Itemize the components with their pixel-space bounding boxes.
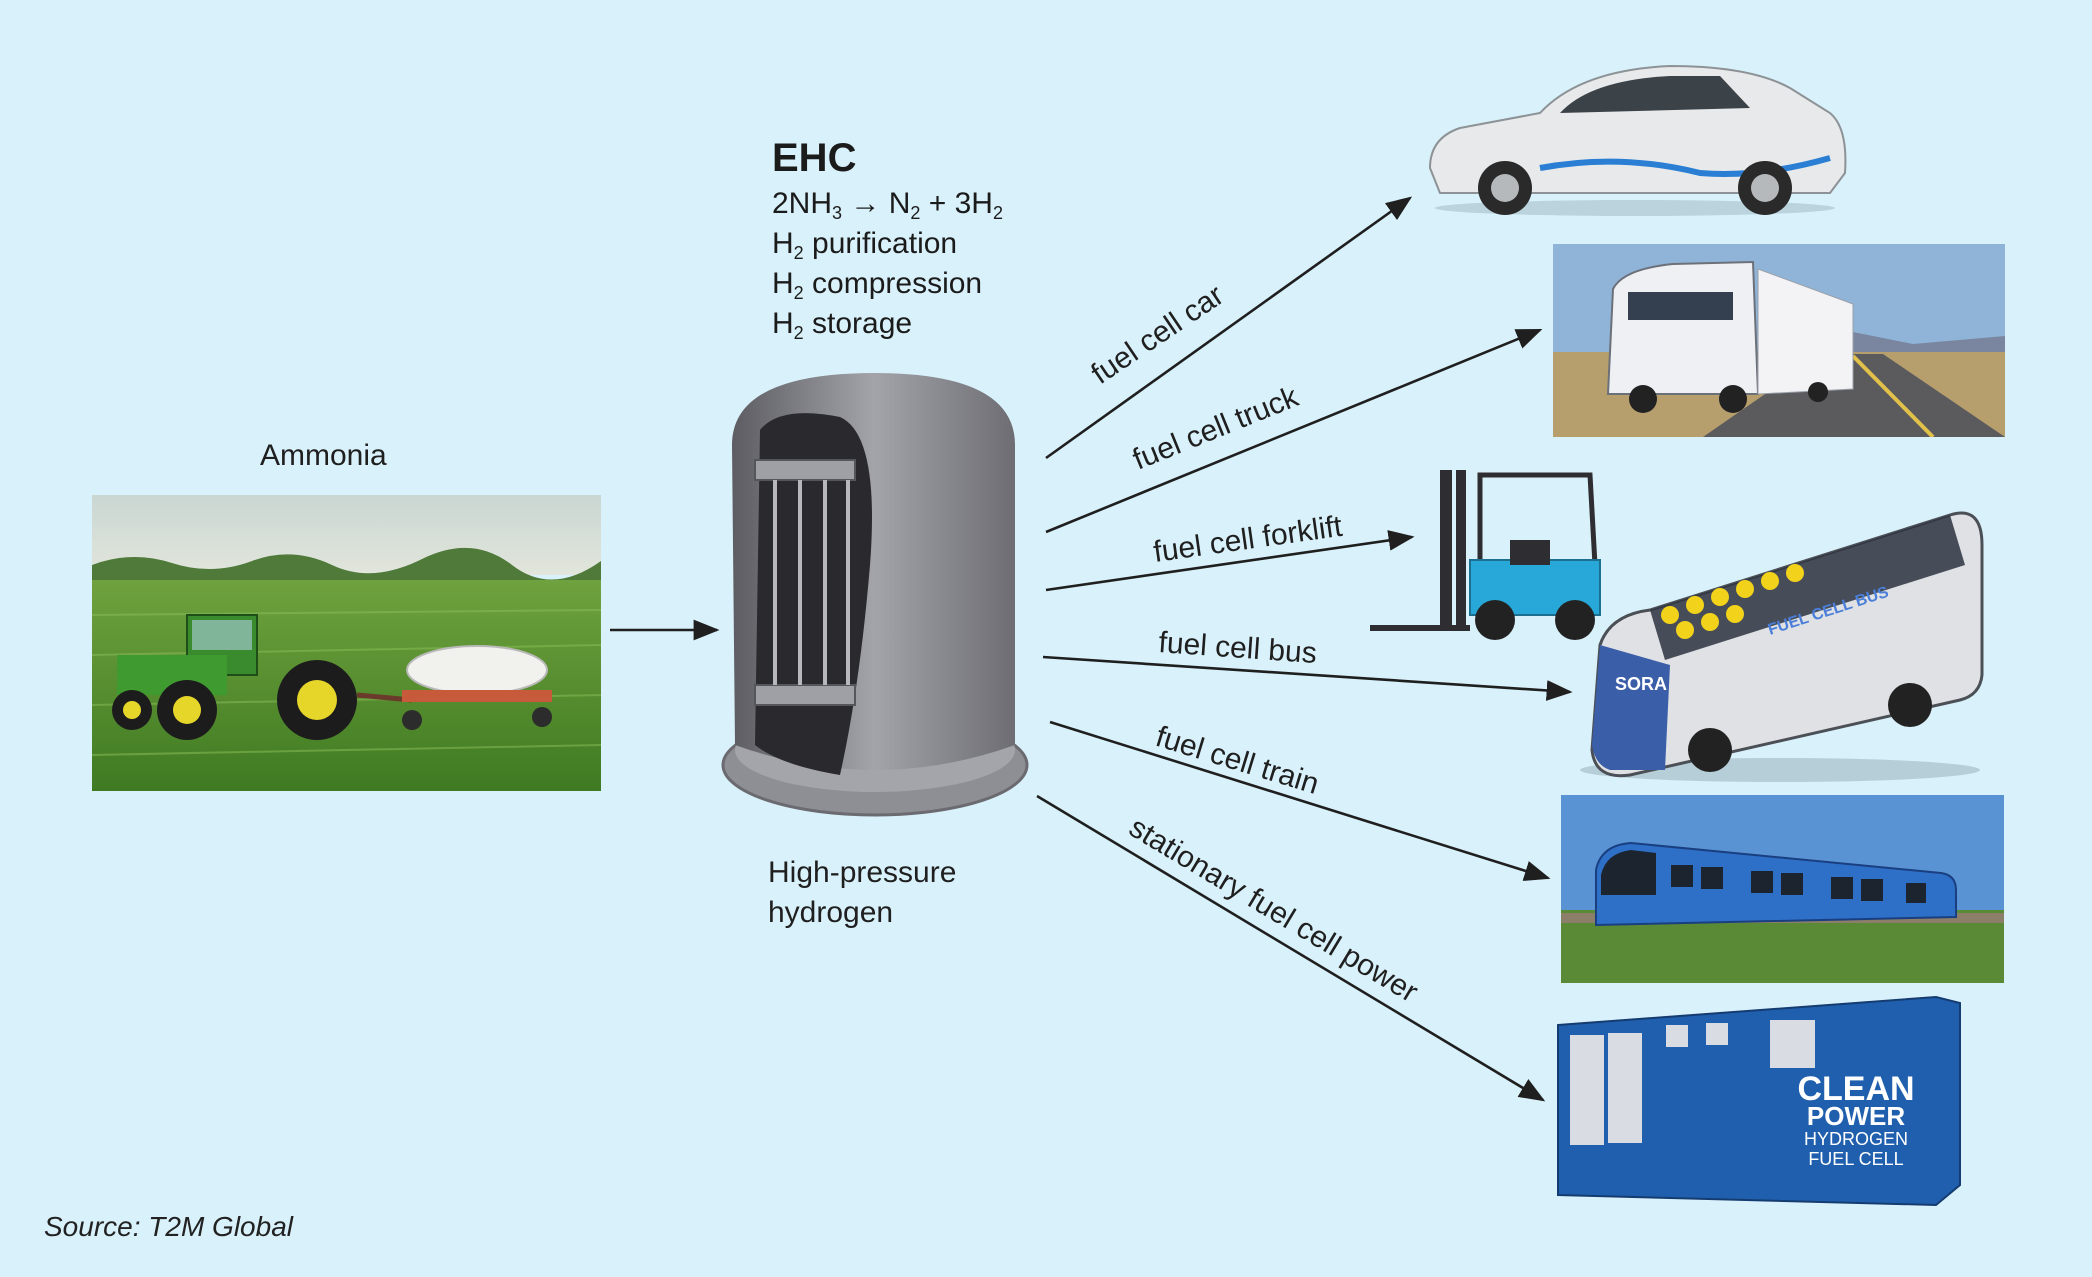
label-fuel-cell-car: fuel cell car [1085, 279, 1229, 391]
arrow-to-car [1045, 196, 1413, 460]
container-text-clean: CLEAN [1797, 1070, 1914, 1108]
container-text-power: POWER [1807, 1101, 1905, 1131]
container-text-fuel-cell: FUEL CELL [1808, 1149, 1903, 1169]
ehc-title: EHC [772, 136, 857, 180]
label-fuel-cell-train: fuel cell train [1152, 720, 1323, 801]
ehc-step-storage: H2 storage [772, 307, 913, 343]
label-fuel-cell-bus: fuel cell bus [1158, 626, 1318, 670]
fuel-cell-train-image [1561, 795, 2004, 983]
ehc-step-compression: H2 compression [772, 267, 983, 303]
ammonia-tractor-image [91, 495, 602, 791]
arrow-to-bus [1042, 655, 1573, 701]
container-text-hydrogen: HYDROGEN [1804, 1129, 1908, 1149]
ehc-tank-cutaway [720, 365, 1030, 830]
ammonia-label: Ammonia [260, 439, 387, 472]
arrow-to-stationary [1036, 794, 1546, 1102]
stationary-fuel-cell-image: CLEAN POWER HYDROGEN FUEL CELL [1556, 995, 1962, 1207]
fuel-cell-forklift-image [1370, 465, 1610, 645]
source-credit: Source: T2M Global [44, 1211, 293, 1242]
output-label-line2: hydrogen [768, 896, 894, 929]
arrow-to-forklift [1045, 530, 1415, 592]
arrow-to-truck [1045, 328, 1543, 534]
fuel-cell-bus-image: SORA FUEL CELL BUS [1570, 505, 1990, 785]
arrow-to-train [1049, 720, 1551, 881]
label-stationary-fuel-cell-power: stationary fuel cell power [1123, 811, 1423, 1009]
bus-sora-text: SORA [1615, 674, 1667, 694]
fuel-cell-truck-image [1553, 244, 2005, 437]
ehc-reaction: 2NH3 → N2 + 3H2 [772, 187, 1003, 223]
ehc-step-purification: H2 purification [772, 227, 958, 263]
output-label-line1: High-pressure [768, 856, 957, 889]
fuel-cell-car-image [1420, 58, 1850, 218]
